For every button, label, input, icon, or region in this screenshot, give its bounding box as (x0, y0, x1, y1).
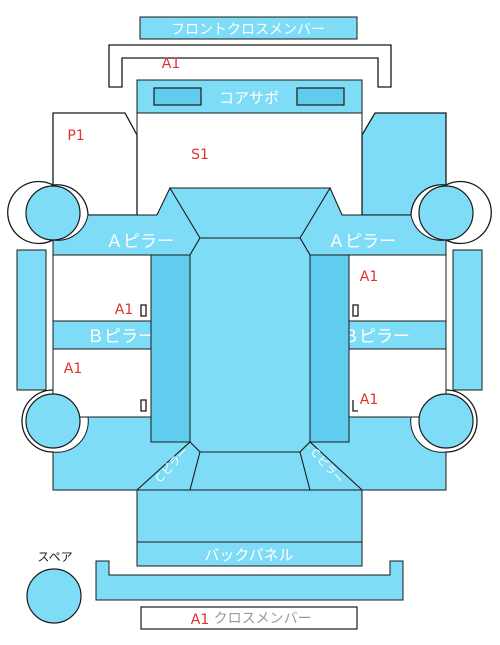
a-pillar-right-label: Ａピラー (328, 232, 396, 252)
damage-code-hood: S1 (191, 147, 209, 163)
left-front-wheel[interactable] (25, 185, 81, 241)
damage-code-left-fender: P1 (67, 128, 84, 144)
headlight-left[interactable] (153, 87, 202, 106)
spare-tire[interactable] (26, 568, 82, 624)
b-pillar-left-label: Ｂピラー (87, 327, 155, 347)
headlight-right[interactable] (296, 87, 345, 106)
right-roof-rail[interactable] (309, 254, 350, 443)
right-rear-wheel-arch (445, 389, 478, 453)
left-rear-wheel[interactable] (25, 393, 81, 449)
a-pillar-left-label: Ａピラー (106, 232, 174, 252)
back-panel[interactable] (136, 541, 363, 567)
spare-label: スペア (37, 550, 72, 564)
right-front-door-handle (352, 304, 359, 317)
damage-code-front-member: A1 (162, 56, 180, 72)
front-cross-member-label: フロントクロスメンバー (171, 22, 325, 38)
damage-code-left-rear-door: A1 (64, 361, 82, 377)
right-front-door[interactable] (348, 254, 447, 322)
left-front-door-handle (140, 304, 147, 317)
rear-bumper-panel[interactable] (95, 560, 404, 601)
left-roof-rail[interactable] (150, 254, 191, 443)
roof-inner-panel[interactable] (189, 237, 311, 453)
damage-code-left-front-door: A1 (115, 302, 133, 318)
trunk-lid-panel[interactable] (136, 489, 363, 543)
damage-code-right-rear-door: A1 (360, 392, 378, 408)
left-rear-wheel-arch (21, 389, 54, 453)
rear-cross-member-label: リアクロスメンバー (186, 611, 311, 627)
left-front-wheel-arch (7, 180, 54, 245)
rear-window-panel[interactable] (189, 451, 311, 491)
left-rear-door-handle (140, 399, 147, 412)
damage-code-rear-member-backdrop (185, 611, 215, 627)
left-front-door[interactable] (52, 254, 152, 322)
front-bumper-bracket[interactable] (108, 44, 392, 88)
right-rear-door-handle (352, 400, 358, 412)
damage-code-rear-member: A1 (191, 612, 209, 628)
back-panel-label: バックパネル (204, 546, 293, 564)
right-front-wheel[interactable] (418, 185, 474, 241)
core-support-label: コアサポ (219, 89, 279, 107)
right-rear-wheel[interactable] (418, 393, 474, 449)
damage-code-right-front-door: A1 (360, 269, 378, 285)
right-side-sill[interactable] (452, 249, 483, 391)
right-front-wheel-arch (445, 180, 492, 245)
b-pillar-right-label: Ｂピラー (342, 327, 410, 347)
front-cross-member-panel[interactable] (139, 16, 358, 40)
right-rear-quarter-panel[interactable] (308, 416, 447, 491)
left-side-sill[interactable] (16, 249, 47, 391)
